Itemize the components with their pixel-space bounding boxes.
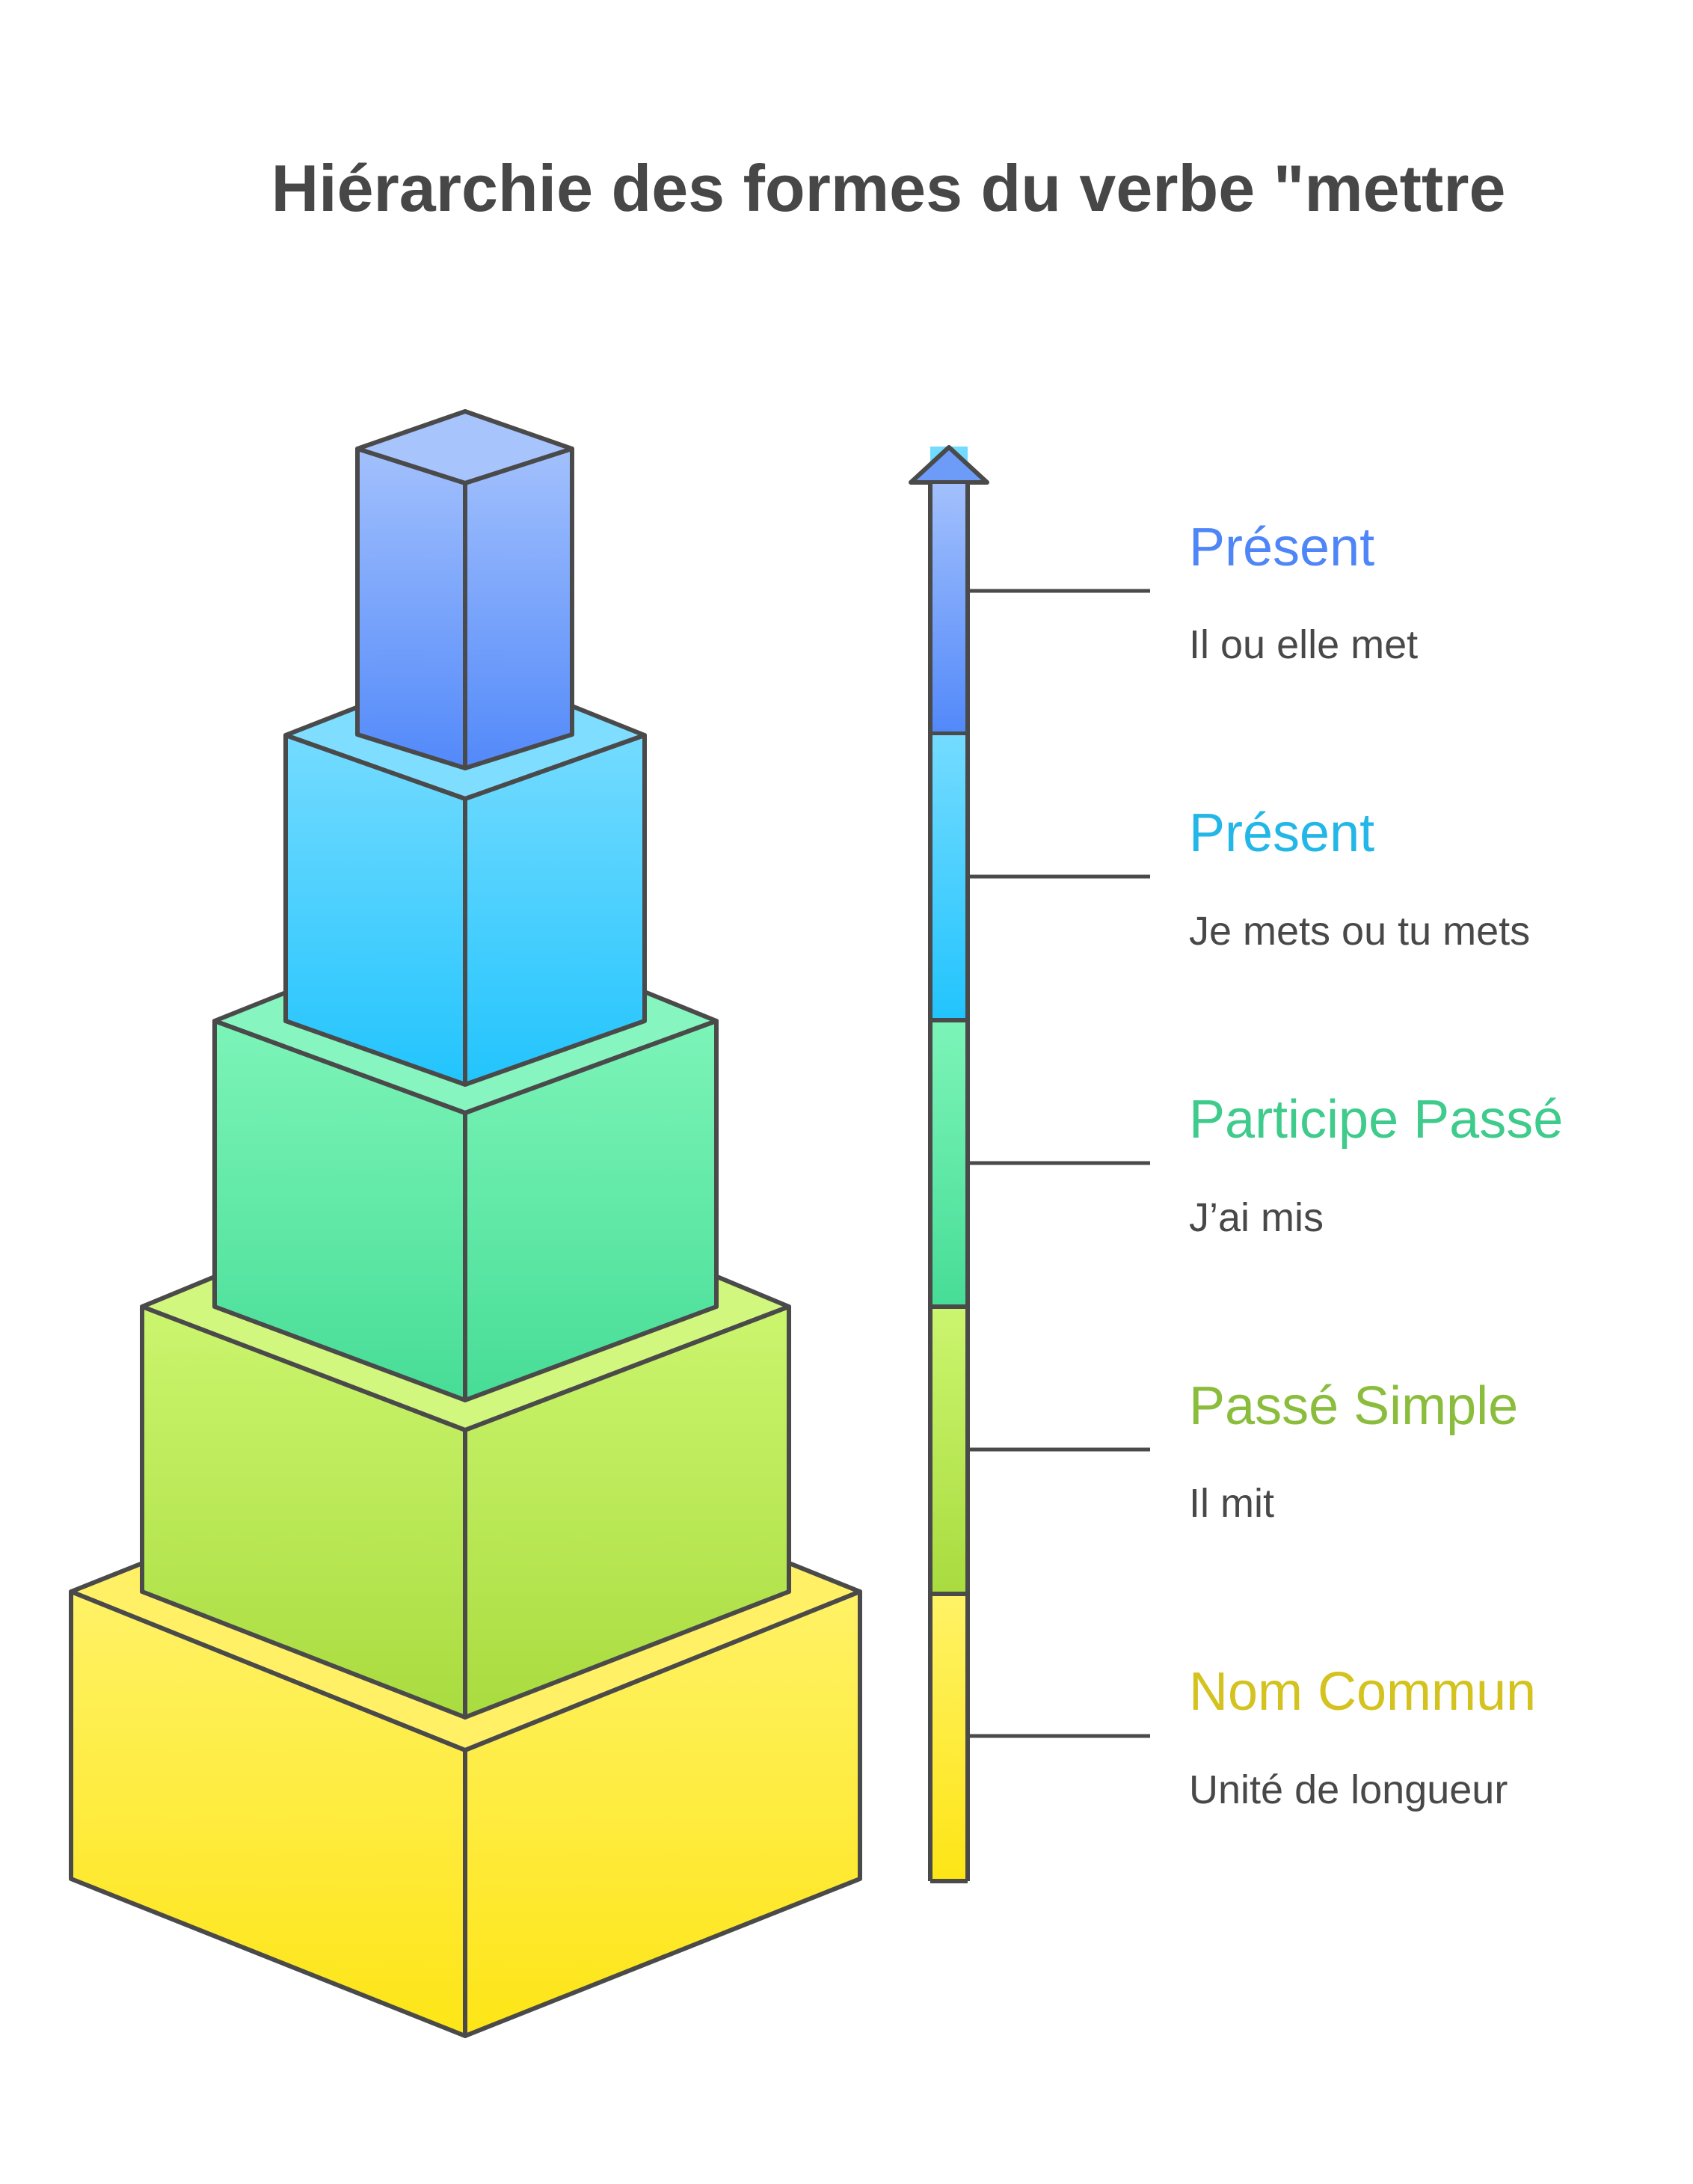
page-title: Hiérarchie des formes du verbe "mettre: [271, 151, 1506, 225]
level-arrow-segments: [932, 484, 965, 1879]
level-description: J’ai mis: [1189, 1195, 1324, 1240]
level-description: Unité de longueur: [1189, 1767, 1508, 1812]
level-description: Il mit: [1189, 1481, 1274, 1526]
level-title: Présent: [1189, 803, 1374, 863]
arrow-head-icon: [909, 445, 989, 485]
level-title: Nom Commun: [1189, 1662, 1536, 1722]
label-level-5: Nom Commun Unité de longueur: [1189, 1662, 1536, 1812]
pyramid-block-present-1: [355, 409, 574, 770]
level-title: Participe Passé: [1189, 1090, 1563, 1150]
label-level-2: Présent Je mets ou tu mets: [1189, 803, 1530, 954]
level-description: Il ou elle met: [1189, 622, 1418, 667]
label-level-3: Participe Passé J’ai mis: [1189, 1090, 1563, 1240]
label-level-1: Présent Il ou elle met: [1189, 518, 1418, 667]
pyramid-block-present-2: [283, 662, 647, 1087]
level-description: Je mets ou tu mets: [1189, 909, 1530, 954]
level-title: Passé Simple: [1189, 1376, 1518, 1436]
label-level-4: Passé Simple Il mit: [1189, 1376, 1518, 1526]
level-title: Présent: [1189, 518, 1374, 577]
